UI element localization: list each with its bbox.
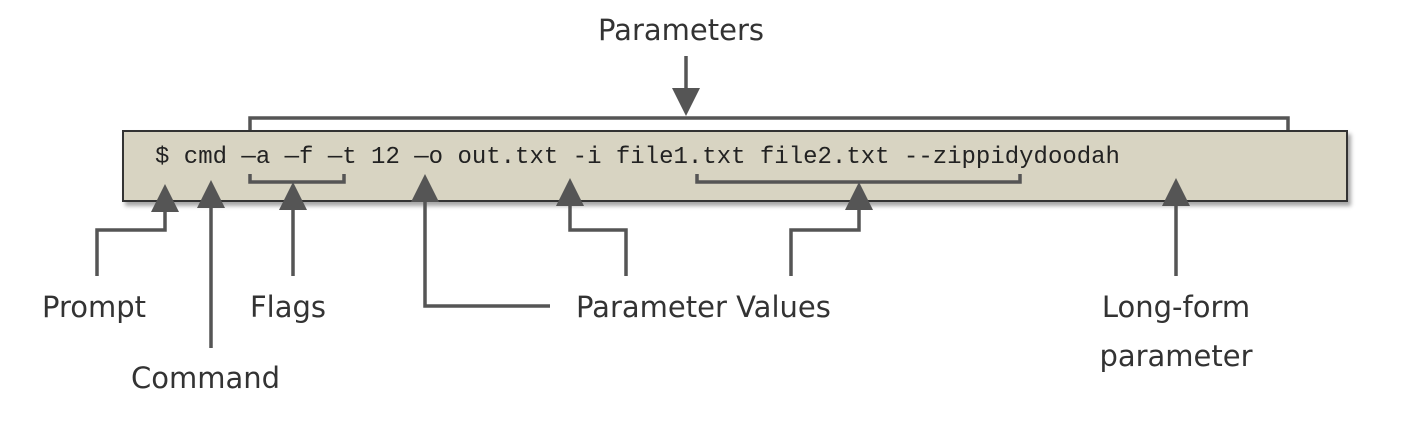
label-long-form-line2: parameter — [1099, 339, 1253, 373]
label-prompt: Prompt — [42, 290, 147, 324]
label-parameters: Parameters — [598, 13, 764, 47]
prompt-connector — [95, 184, 179, 276]
label-flags: Flags — [250, 290, 327, 324]
value-12-connector — [411, 174, 550, 308]
label-command: Command — [131, 361, 281, 395]
terminal-box — [122, 130, 1348, 202]
file-values-bracket — [695, 174, 1022, 184]
label-parameter-values: Parameter Values — [576, 290, 831, 324]
parameters-bracket — [248, 116, 1290, 130]
file-values-connector — [789, 182, 873, 276]
flags-bracket — [248, 174, 346, 184]
command-line-text: $ cmd —a —f —t 12 —o out.txt -i file1.tx… — [155, 144, 1120, 171]
label-long-form-line1: Long-form — [1101, 290, 1251, 324]
out-txt-connector — [556, 178, 628, 276]
